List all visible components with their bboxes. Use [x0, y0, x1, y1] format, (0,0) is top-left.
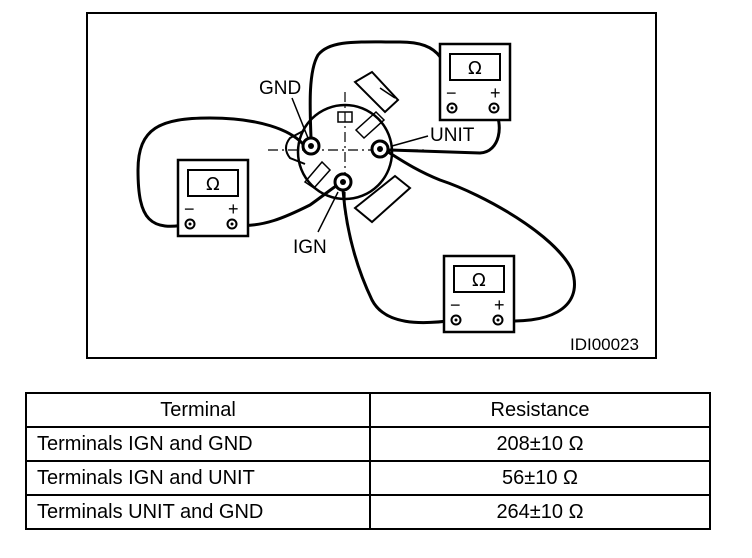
negative-sign: −: [446, 83, 457, 103]
resistance-cell: 56±10 Ω: [369, 460, 711, 496]
ohmmeter-right: Ω − +: [442, 254, 516, 334]
resistance-cell: 208±10 Ω: [369, 426, 711, 462]
meters-layer: Ω − + Ω − + Ω − +: [176, 42, 516, 334]
table-row: Terminals IGN and GND 208±10 Ω: [25, 426, 711, 462]
wires: [136, 40, 576, 325]
terminal-cell: Terminals IGN and GND: [25, 426, 371, 462]
ohm-symbol: Ω: [206, 174, 220, 195]
ign-label: IGN: [293, 237, 327, 258]
ign-leader: [317, 191, 339, 233]
ohmmeter-left: Ω − +: [176, 158, 250, 238]
wire-left-positive: [230, 184, 338, 227]
ohm-symbol: Ω: [472, 270, 486, 291]
gnd-label: GND: [259, 78, 301, 99]
header-terminal: Terminal: [25, 392, 371, 428]
wire-right-negative: [341, 188, 458, 325]
table-row: Terminals UNIT and GND 264±10 Ω: [25, 494, 711, 530]
table-header-row: Terminal Resistance: [25, 392, 711, 428]
ohmmeter-top: Ω − +: [438, 42, 512, 122]
terminal-cell: Terminals IGN and UNIT: [25, 460, 371, 496]
unit-label: UNIT: [430, 125, 475, 146]
negative-sign: −: [450, 295, 461, 315]
figure-frame: [86, 12, 657, 359]
positive-sign: +: [490, 83, 501, 103]
resistance-table: Terminal Resistance Terminals IGN and GN…: [25, 392, 711, 530]
terminal-unit: [370, 139, 390, 159]
ohm-symbol: Ω: [468, 58, 482, 79]
terminal-cell: Terminals UNIT and GND: [25, 494, 371, 530]
wire-left-negative: [136, 116, 305, 228]
positive-sign: +: [494, 295, 505, 315]
unit-leader: [391, 135, 429, 147]
positive-sign: +: [228, 199, 239, 219]
wiring-diagram: GND UNIT IGN IDI00023: [86, 12, 657, 359]
gnd-leader: [291, 97, 309, 139]
resistance-cell: 264±10 Ω: [369, 494, 711, 530]
figure-code: IDI00023: [570, 335, 639, 354]
table-row: Terminals IGN and UNIT 56±10 Ω: [25, 460, 711, 496]
wire-right-positive: [386, 150, 576, 323]
negative-sign: −: [184, 199, 195, 219]
header-resistance: Resistance: [369, 392, 711, 428]
